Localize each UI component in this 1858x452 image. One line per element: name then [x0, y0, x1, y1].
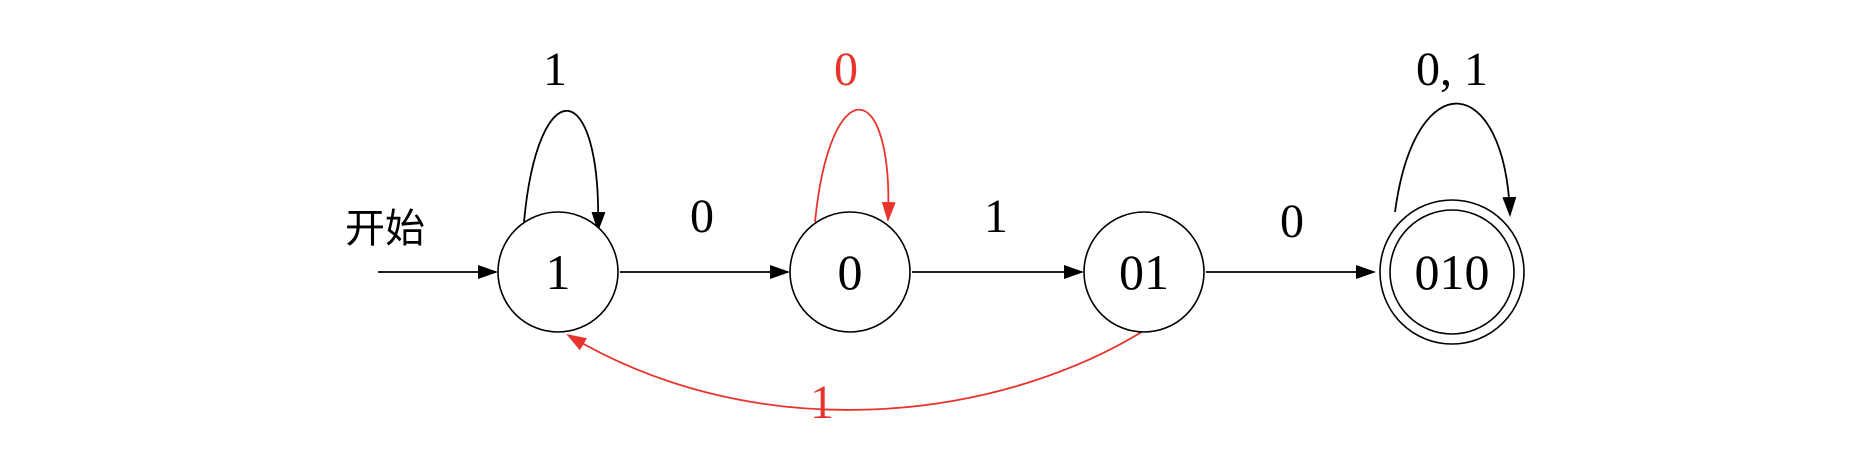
state-1: 1 [497, 211, 619, 333]
state-010-inner-circle [1389, 209, 1515, 335]
state-0-label: 0 [838, 244, 863, 300]
transition-1-0: 0 [620, 190, 790, 279]
state-0: 0 [789, 211, 911, 333]
state-01-label: 01 [1119, 244, 1169, 300]
transition-01-010-label: 0 [1280, 195, 1304, 248]
transition-010-010: 0, 1 [1394, 43, 1517, 217]
state-010-label: 010 [1415, 244, 1490, 300]
transition-01-010: 0 [1206, 195, 1376, 279]
transition-0-0: 0 [814, 43, 896, 223]
transition-0-0-arrow [814, 108, 896, 223]
state-010: 010 [1379, 199, 1525, 345]
transition-010-010-arrow [1394, 102, 1517, 217]
start-arrow: 开始 [345, 206, 498, 279]
transition-01-1-arrow [566, 329, 1146, 411]
state-01: 01 [1083, 211, 1205, 333]
state-0-circle [789, 211, 911, 333]
start-label: 开始 [345, 206, 425, 252]
transition-01-1-label: 1 [810, 376, 834, 429]
transition-0-0-label: 0 [834, 43, 858, 96]
transition-01-1: 1 [566, 329, 1146, 429]
transition-1-1-label: 1 [543, 43, 567, 96]
transition-0-01: 1 [912, 190, 1084, 279]
transition-1-0-label: 0 [690, 190, 714, 243]
transition-1-1-arrow [523, 109, 606, 232]
state-1-circle [497, 211, 619, 333]
state-1-label: 1 [546, 244, 571, 300]
state-01-circle [1083, 211, 1205, 333]
transition-0-01-label: 1 [984, 190, 1008, 243]
transition-010-010-label: 0, 1 [1416, 43, 1488, 96]
transition-1-1: 1 [523, 43, 606, 232]
